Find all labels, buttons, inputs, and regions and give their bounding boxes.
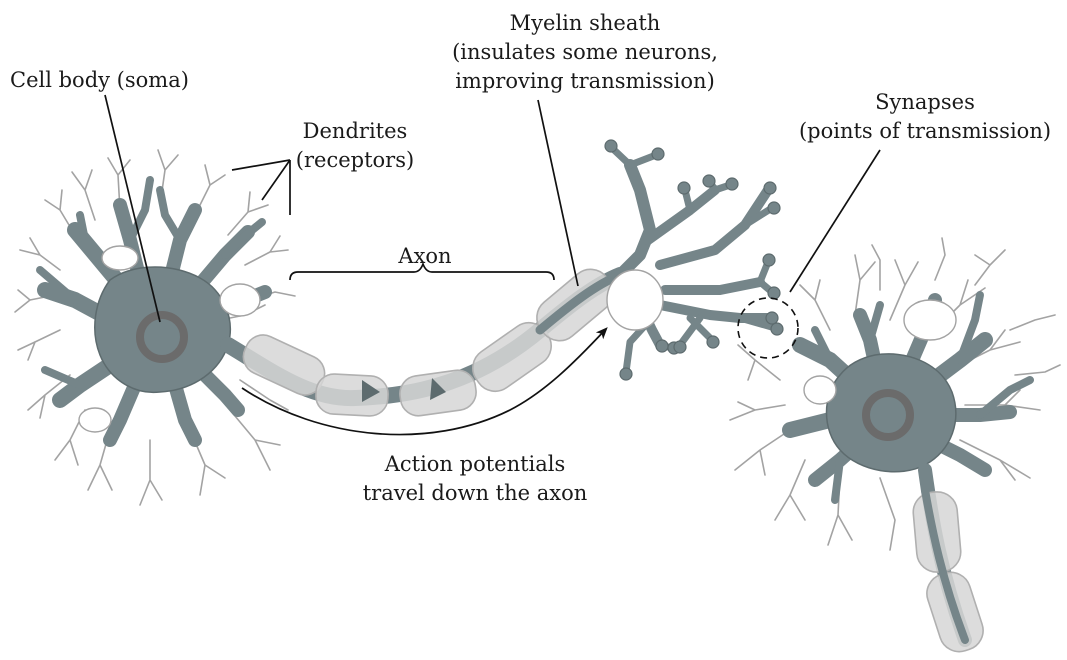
label-axon: Axon xyxy=(375,242,475,271)
label-myelin-line1: Myelin sheath xyxy=(430,9,740,38)
myelin-segment-2 xyxy=(315,373,389,417)
label-synapses-line1: Synapses xyxy=(780,88,1067,117)
right-soma xyxy=(827,354,956,472)
terminal-gap xyxy=(607,270,663,330)
label-myelin-line2: (insulates some neurons, xyxy=(430,38,740,67)
label-action-line1: Action potentials xyxy=(330,450,620,479)
left-gap-1 xyxy=(102,246,138,270)
left-gap-3 xyxy=(79,408,111,432)
label-myelin-sheath: Myelin sheath (insulates some neurons, i… xyxy=(430,9,740,96)
label-dendrites-line1: Dendrites xyxy=(270,117,440,146)
right-gap-2 xyxy=(804,376,836,404)
myelin-leader xyxy=(538,100,578,286)
label-synapses-line2: (points of transmission) xyxy=(780,117,1067,146)
axon-terminals xyxy=(605,140,783,380)
axon xyxy=(228,261,621,418)
right-neuron xyxy=(730,238,1060,655)
label-dendrites-line2: (receptors) xyxy=(270,146,440,175)
label-action-line2: travel down the axon xyxy=(330,479,620,508)
label-synapses: Synapses (points of transmission) xyxy=(780,88,1067,146)
label-action-potentials: Action potentials travel down the axon xyxy=(330,450,620,508)
synapses-leader xyxy=(790,150,880,292)
label-cell-body: Cell body (soma) xyxy=(10,66,189,95)
label-dendrites: Dendrites (receptors) xyxy=(270,117,440,175)
right-gap-1 xyxy=(904,300,956,340)
label-myelin-line3: improving transmission) xyxy=(430,67,740,96)
left-gap-2 xyxy=(220,284,260,316)
left-neuron xyxy=(15,150,295,505)
